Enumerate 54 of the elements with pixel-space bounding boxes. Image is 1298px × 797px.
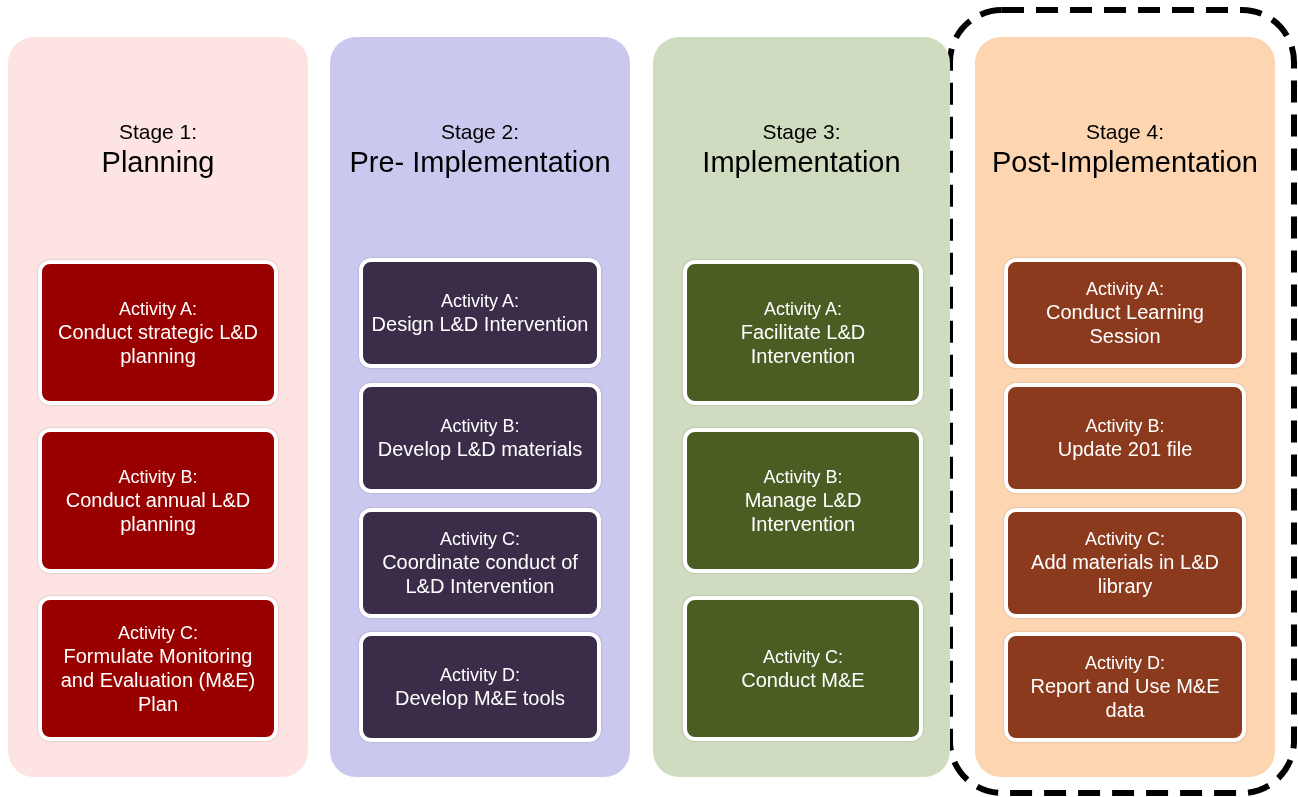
activity-label: Activity B: xyxy=(763,465,843,488)
stage-column xyxy=(653,37,950,777)
stage-column xyxy=(330,37,630,777)
activity-label: Activity A: xyxy=(119,297,197,320)
stage-title: Post-Implementation xyxy=(992,145,1258,179)
activity-box xyxy=(359,632,601,742)
activity-description: Develop L&D materials xyxy=(376,437,584,461)
activity-box xyxy=(683,260,923,405)
activity-label: Activity A: xyxy=(1086,278,1164,300)
activity-label: Activity C: xyxy=(1085,528,1165,550)
activity-description: Report and Use M&E data xyxy=(1029,674,1221,722)
activity-description: Conduct strategic L&D planning xyxy=(56,319,260,368)
activity-box xyxy=(1004,258,1246,368)
activity-label: Activity C: xyxy=(763,645,843,668)
activity-label: Activity A: xyxy=(764,297,842,320)
activity-box xyxy=(38,428,278,573)
activity-description: Design L&D Intervention xyxy=(370,312,590,336)
activity-description: Formulate Monitoring and Evaluation (M&E) Plan xyxy=(59,643,257,716)
activity-description: Develop M&E tools xyxy=(393,686,567,710)
stage-column xyxy=(8,37,308,777)
activity-description: Conduct annual L&D planning xyxy=(64,487,252,536)
activity-box xyxy=(683,428,923,573)
activity-box xyxy=(683,596,923,741)
activity-description: Conduct M&E xyxy=(740,667,866,692)
activity-description: Add materials in L&D library xyxy=(1030,550,1220,598)
stage-number: Stage 1: xyxy=(118,119,198,145)
activity-box xyxy=(38,596,278,741)
stage-title: Pre- Implementation xyxy=(349,145,611,179)
activity-label: Activity B: xyxy=(118,465,198,488)
activity-label: Activity A: xyxy=(441,290,519,312)
activity-box xyxy=(1004,508,1246,618)
activity-label: Activity C: xyxy=(118,621,198,644)
activity-box xyxy=(359,508,601,618)
activity-description: Facilitate L&D Intervention xyxy=(739,319,867,368)
stage-column xyxy=(975,37,1275,777)
activity-box xyxy=(359,258,601,368)
activity-box xyxy=(359,383,601,493)
stage-title: Implementation xyxy=(702,145,901,179)
activity-label: Activity C: xyxy=(440,528,520,550)
activity-box xyxy=(1004,383,1246,493)
activity-label: Activity B: xyxy=(440,415,520,437)
activity-description: Conduct Learning Session xyxy=(1045,300,1205,348)
activity-description: Manage L&D Intervention xyxy=(743,487,863,536)
activity-label: Activity D: xyxy=(440,664,520,686)
activity-box xyxy=(38,260,278,405)
activity-box xyxy=(1004,632,1246,742)
stage-title: Planning xyxy=(101,145,215,179)
activity-label: Activity B: xyxy=(1085,415,1165,437)
activity-description: Coordinate conduct of L&D Intervention xyxy=(381,550,579,598)
stage-number: Stage 3: xyxy=(762,119,841,145)
stage-number: Stage 4: xyxy=(1085,119,1165,145)
activity-description: Update 201 file xyxy=(1056,437,1194,461)
stage-number: Stage 2: xyxy=(440,119,520,145)
activity-label: Activity D: xyxy=(1085,652,1165,674)
